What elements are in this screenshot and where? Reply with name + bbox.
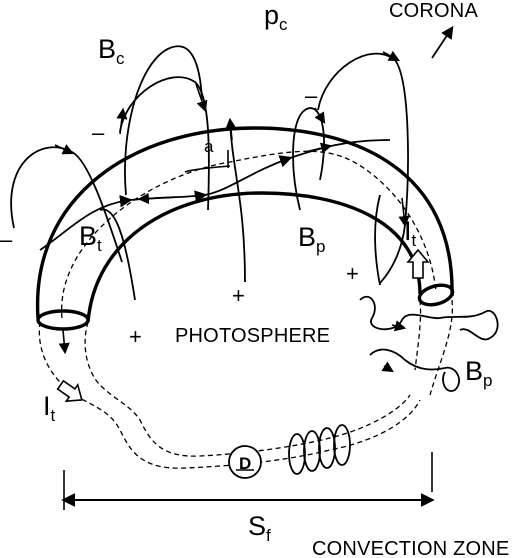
field-line-tube-right (374, 194, 381, 286)
coronal-loop-left-arrow (54, 144, 75, 155)
subsurface-tube-left-inner (84, 321, 411, 457)
flux-tube-outer-edge (35, 126, 454, 319)
field-line-tube-left (99, 208, 136, 301)
coronal-loop-center-arrow (225, 117, 237, 141)
sign-plus-1: + (129, 324, 142, 349)
label-bc: Bc (98, 34, 125, 68)
label-dynamo: D (239, 454, 251, 473)
turbulent-field-arrow-2 (381, 361, 394, 373)
coil-1 (288, 433, 306, 475)
convection-zone-flux (38, 295, 499, 479)
sign-minus-1: – (92, 120, 105, 145)
sf-dimension (61, 452, 435, 510)
coil-2 (303, 430, 321, 472)
turbulent-field-line (359, 295, 499, 341)
tube-axis-dashed (61, 150, 437, 319)
coronal-loop-right-tall-arrow-2 (382, 50, 400, 62)
twist-arrow-segment-2 (304, 142, 333, 154)
coronal-loop-left (10, 146, 123, 263)
radius-a-line (184, 165, 231, 173)
label-a: a (204, 137, 214, 156)
coronal-loop-top-left-arrow (116, 107, 128, 135)
label-bt: Bt (79, 221, 102, 255)
coronal-loop-right-inner-arrow (314, 107, 326, 124)
label-bp-tube: Bp (298, 222, 325, 256)
sign-minus-2: – (0, 227, 13, 252)
coil-4 (333, 424, 351, 466)
current-arrows (56, 248, 430, 403)
flux-tube-left-footpoint (36, 309, 90, 331)
subsurface-tube-right (429, 299, 454, 396)
sign-minus-3: – (305, 83, 318, 108)
coil-3 (318, 427, 336, 469)
sign-plus-3: + (346, 261, 359, 286)
label-sf: Sf (248, 511, 271, 545)
current-arrow-right (406, 248, 430, 279)
footpoint-down-arrow (58, 329, 70, 355)
label-it-left: It (43, 391, 56, 425)
label-bp-right: Bp (465, 356, 492, 390)
label-photosphere: PHOTOSPHERE (175, 325, 330, 347)
coronal-loop-right-inner (292, 107, 325, 211)
turbulent-field-arrow (391, 320, 407, 332)
flux-tube-inner-edge (86, 191, 422, 323)
label-convection-zone: CONVECTION ZONE (312, 538, 509, 558)
subsurface-tube-right-inner (414, 299, 422, 371)
flux-tube (35, 126, 455, 331)
twist-arrow-segment (137, 192, 176, 205)
current-arrow-left (56, 379, 83, 403)
coronal-loop-inner-left-arrow (195, 83, 208, 113)
flux-tube-right-footpoint (417, 283, 455, 307)
coronal-loop-center (229, 119, 246, 283)
label-corona: CORONA (389, 0, 478, 22)
turbulent-field-line-2 (369, 348, 460, 392)
corona-direction-arrow (431, 25, 454, 59)
label-it-right: It (404, 216, 417, 250)
label-pc: pc (264, 0, 288, 34)
sign-plus-2: + (232, 283, 245, 308)
coronal-loop-top-left (124, 45, 203, 196)
coronal-loop-right-tall-arrow (398, 197, 410, 228)
dynamo-coils (288, 424, 351, 475)
coronal-field-loops (10, 45, 410, 301)
coronal-loop-right-tall (317, 52, 409, 284)
